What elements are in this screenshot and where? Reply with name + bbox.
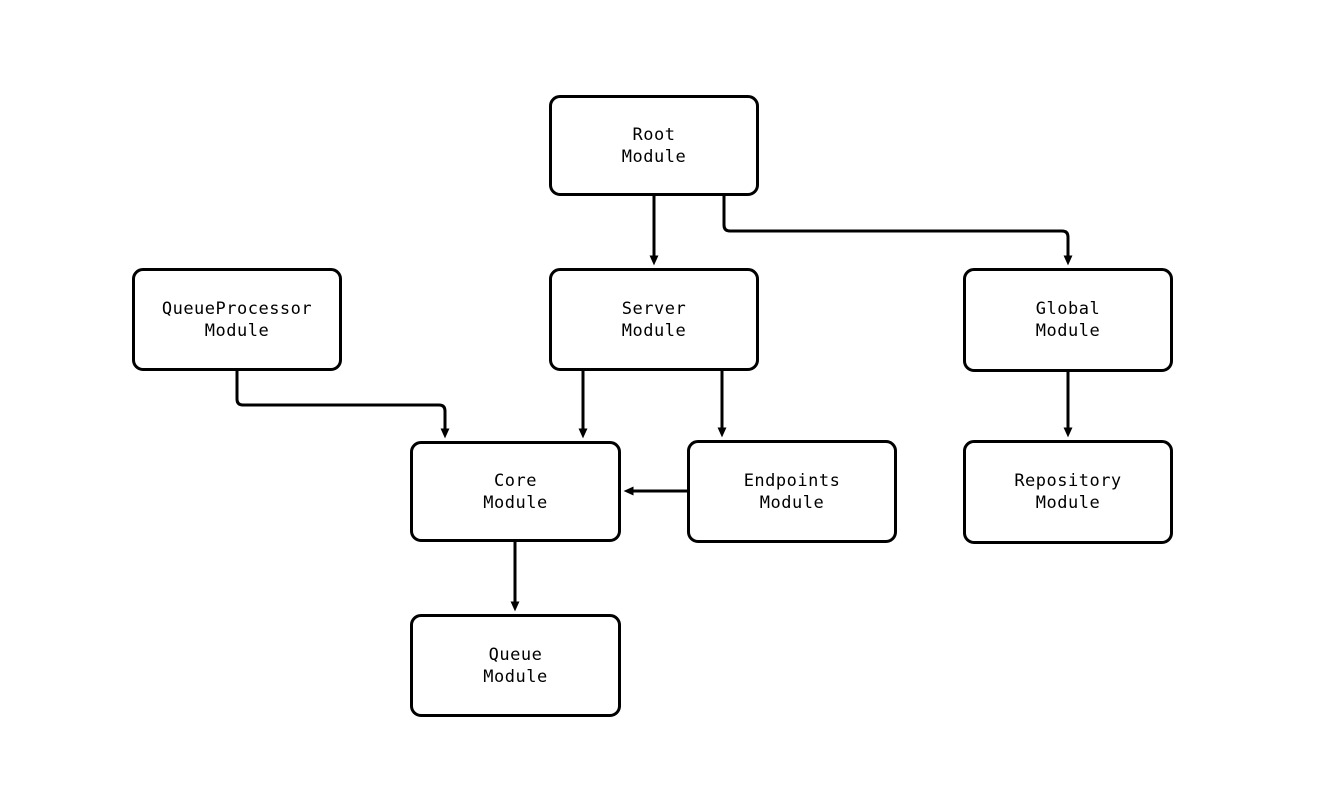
node-label-primary: Core	[494, 470, 537, 491]
node-label-secondary: Module	[621, 146, 687, 167]
node-label-secondary: Module	[1035, 321, 1101, 341]
node-label-secondary: Module	[1035, 493, 1101, 513]
node-label-primary: Repository	[1014, 471, 1122, 491]
node-label-primary: Server	[621, 298, 687, 319]
edge-root-to-global	[722, 196, 1073, 266]
node-label-secondary: Module	[621, 320, 687, 341]
node-label-primary: Global	[1035, 299, 1101, 319]
node-label-primary: Root	[632, 124, 676, 145]
node-label-secondary: Module	[759, 492, 825, 513]
node-label-secondary: Module	[204, 320, 270, 341]
node-label-secondary: Module	[483, 492, 548, 513]
node-label-secondary: Module	[483, 666, 548, 687]
node-label-primary: Endpoints	[743, 470, 841, 491]
edge-queueprocessor-to-core	[235, 371, 450, 439]
node-label-primary: Queue	[488, 644, 543, 665]
node-label-primary: QueueProcessor	[161, 298, 313, 319]
edges-group	[235, 196, 1073, 612]
